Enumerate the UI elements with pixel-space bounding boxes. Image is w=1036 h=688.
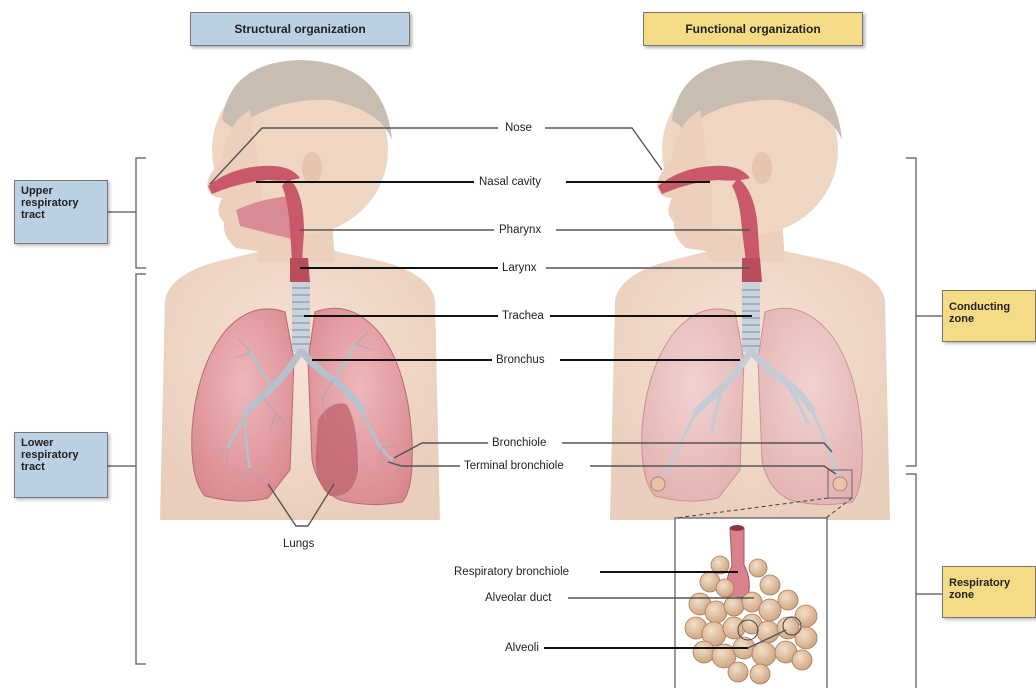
nose-line-right (545, 128, 662, 170)
respiratory-bronchiole-label: Respiratory bronchiole (452, 565, 571, 579)
left-lung-dark (316, 403, 358, 496)
right-alveolus-left (651, 477, 665, 491)
lower-label-line-1: Lower (21, 437, 101, 449)
trachea-label: Trachea (500, 309, 546, 323)
conducting-label-line-2: zone (949, 313, 1029, 325)
conducting-zone-box: Conducting zone (942, 290, 1036, 342)
left-figure (160, 60, 440, 520)
bronchiole-label: Bronchiole (490, 436, 548, 450)
pharynx-label: Pharynx (497, 223, 543, 237)
alveolar-duct-label: Alveolar duct (483, 591, 553, 605)
bronchus-label: Bronchus (494, 353, 547, 367)
upper-label-line-1: Upper (21, 185, 101, 197)
nose-label: Nose (503, 121, 534, 135)
upper-tract-bracket (136, 158, 146, 268)
respiratory-zone-bracket (906, 474, 916, 688)
lower-label-line-2: respiratory (21, 449, 101, 461)
lungs-label: Lungs (281, 537, 316, 551)
right-figure (610, 60, 890, 520)
left-larynx (290, 258, 310, 282)
larynx-label: Larynx (500, 261, 539, 275)
right-ear (752, 152, 772, 184)
right-alveolus-right (833, 477, 847, 491)
upper-respiratory-tract-box: Upper respiratory tract (14, 180, 108, 244)
respiratory-label-line-1: Respiratory (949, 577, 1029, 589)
conducting-label-line-1: Conducting (949, 301, 1029, 313)
respiratory-zone-box: Respiratory zone (942, 566, 1036, 618)
upper-label-line-3: tract (21, 209, 101, 221)
upper-label-line-2: respiratory (21, 197, 101, 209)
alveoli-label: Alveoli (503, 641, 541, 655)
functional-organization-header: Functional organization (643, 12, 863, 46)
lower-respiratory-tract-box: Lower respiratory tract (14, 432, 108, 498)
structural-organization-header: Structural organization (190, 12, 410, 46)
terminal-bronchiole-label: Terminal bronchiole (462, 459, 566, 473)
lower-tract-bracket (136, 274, 146, 664)
respiratory-label-line-2: zone (949, 589, 1029, 601)
conducting-zone-bracket (906, 158, 916, 466)
right-larynx (742, 258, 762, 282)
lower-label-line-3: tract (21, 461, 101, 473)
nasal-cavity-label: Nasal cavity (477, 175, 543, 189)
left-ear (302, 152, 322, 184)
